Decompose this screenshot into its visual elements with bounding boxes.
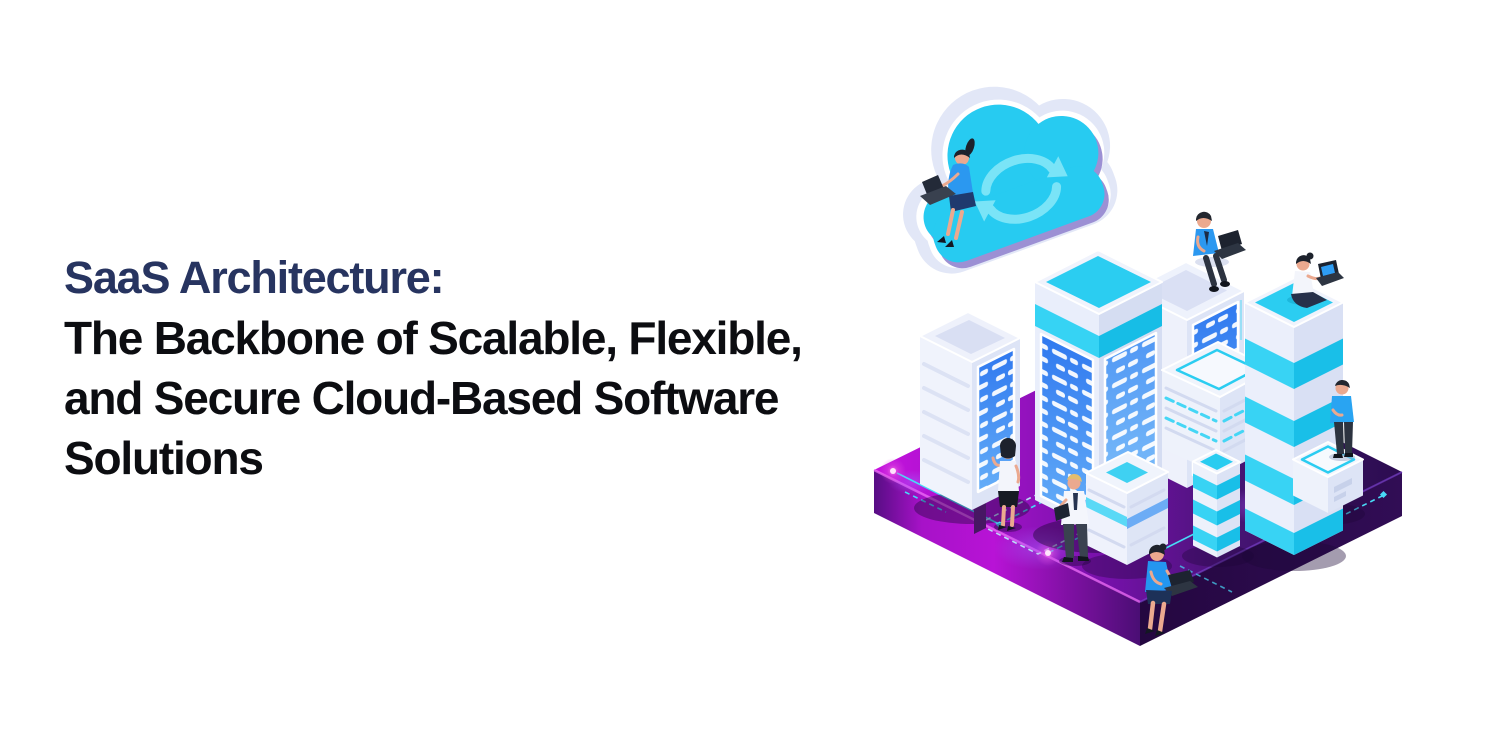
person-standing-box [1329, 379, 1355, 461]
server-tower-stacked-right [1244, 277, 1344, 555]
headline-line-3: and Secure Cloud-Based Software [64, 372, 780, 424]
person-sitting-platform-edge [1145, 543, 1198, 636]
headline-line-4: Solutions [64, 432, 264, 484]
person-on-cloud [920, 138, 976, 247]
hero-headline: SaaS Architecture: The Backbone of Scala… [64, 248, 803, 488]
cloud-face [923, 104, 1105, 263]
headline-line-2: The Backbone of Scalable, Flexible, [64, 312, 803, 364]
person-standing-left-tower [991, 438, 1022, 532]
sync-icon [974, 153, 1068, 224]
glow-nodes [880, 458, 1061, 566]
server-tower-small-stacked [1192, 449, 1241, 558]
headline-accent-line: SaaS Architecture: [64, 252, 445, 303]
server-tower-low [1085, 451, 1169, 565]
person-sitting-back-tower [1193, 211, 1246, 292]
person-standing-tie [1054, 473, 1091, 566]
person-sitting-stacked-tower [1287, 252, 1344, 308]
